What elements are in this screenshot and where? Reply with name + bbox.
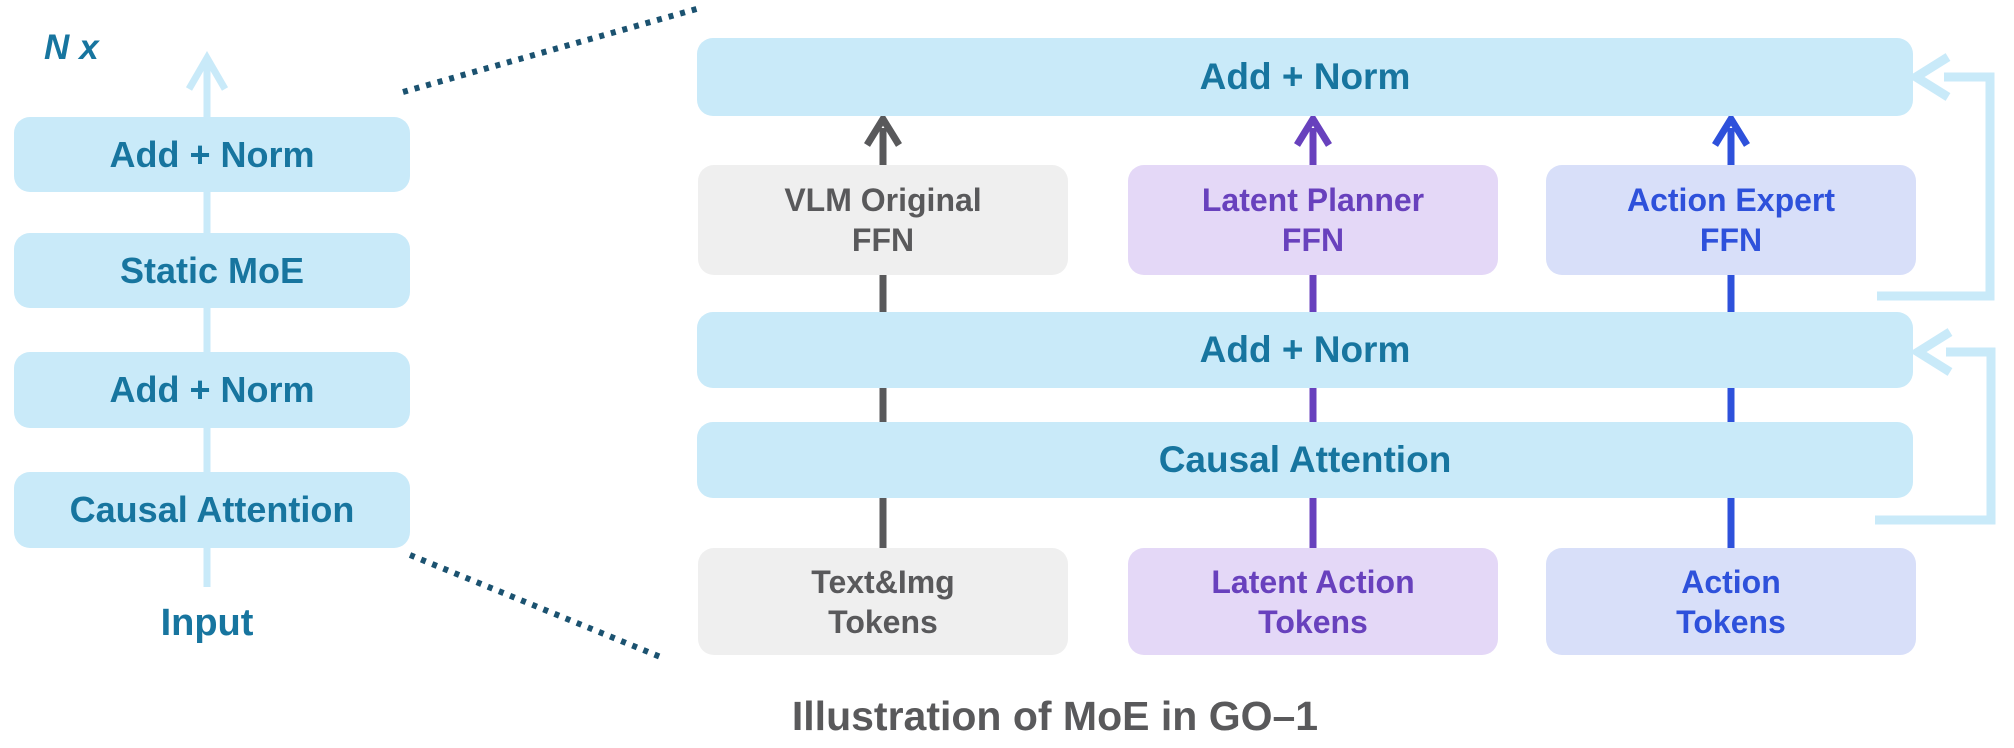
left-block-add-norm-top: Add + Norm bbox=[14, 117, 410, 192]
repeat-x: x bbox=[79, 28, 99, 67]
action-expert-line1: Action Expert bbox=[1626, 182, 1836, 218]
left-block-causal-attention: Causal Attention bbox=[14, 472, 410, 548]
left-block-static-moe: Static MoE bbox=[14, 233, 410, 308]
zoom-dotted-line-bottom bbox=[408, 552, 665, 661]
residual-skip-bottom bbox=[1875, 328, 1996, 525]
vlm-ffn-line1: VLM Original bbox=[784, 182, 982, 218]
text-img-line2: Tokens bbox=[828, 603, 938, 640]
bar-add-norm-top: Add + Norm bbox=[697, 38, 1913, 116]
left-block-add-norm-bottom: Add + Norm bbox=[14, 352, 410, 428]
latent-planner-line1: Latent Planner bbox=[1201, 182, 1425, 218]
text-img-line1: Text&Img bbox=[811, 563, 955, 600]
vlm-ffn-line2: FFN bbox=[851, 222, 915, 258]
diagram-caption: Illustration of MoE in GO–1 bbox=[791, 693, 1319, 739]
latent-planner-line2: FFN bbox=[1281, 222, 1345, 258]
action-tokens-line1: Action bbox=[1681, 563, 1781, 600]
action-expert-line2: FFN bbox=[1699, 222, 1763, 258]
residual-skip-top bbox=[1877, 53, 1995, 301]
action-tokens-line2: Tokens bbox=[1676, 603, 1786, 640]
latent-action-line2: Tokens bbox=[1258, 603, 1368, 640]
latent-action-line1: Latent Action bbox=[1211, 563, 1415, 600]
bar-causal-attention: Causal Attention bbox=[697, 422, 1913, 498]
input-label: Input bbox=[160, 602, 254, 644]
bar-add-norm-middle: Add + Norm bbox=[697, 312, 1913, 388]
repeat-n: N bbox=[44, 28, 70, 67]
zoom-dotted-line-top bbox=[402, 5, 701, 95]
